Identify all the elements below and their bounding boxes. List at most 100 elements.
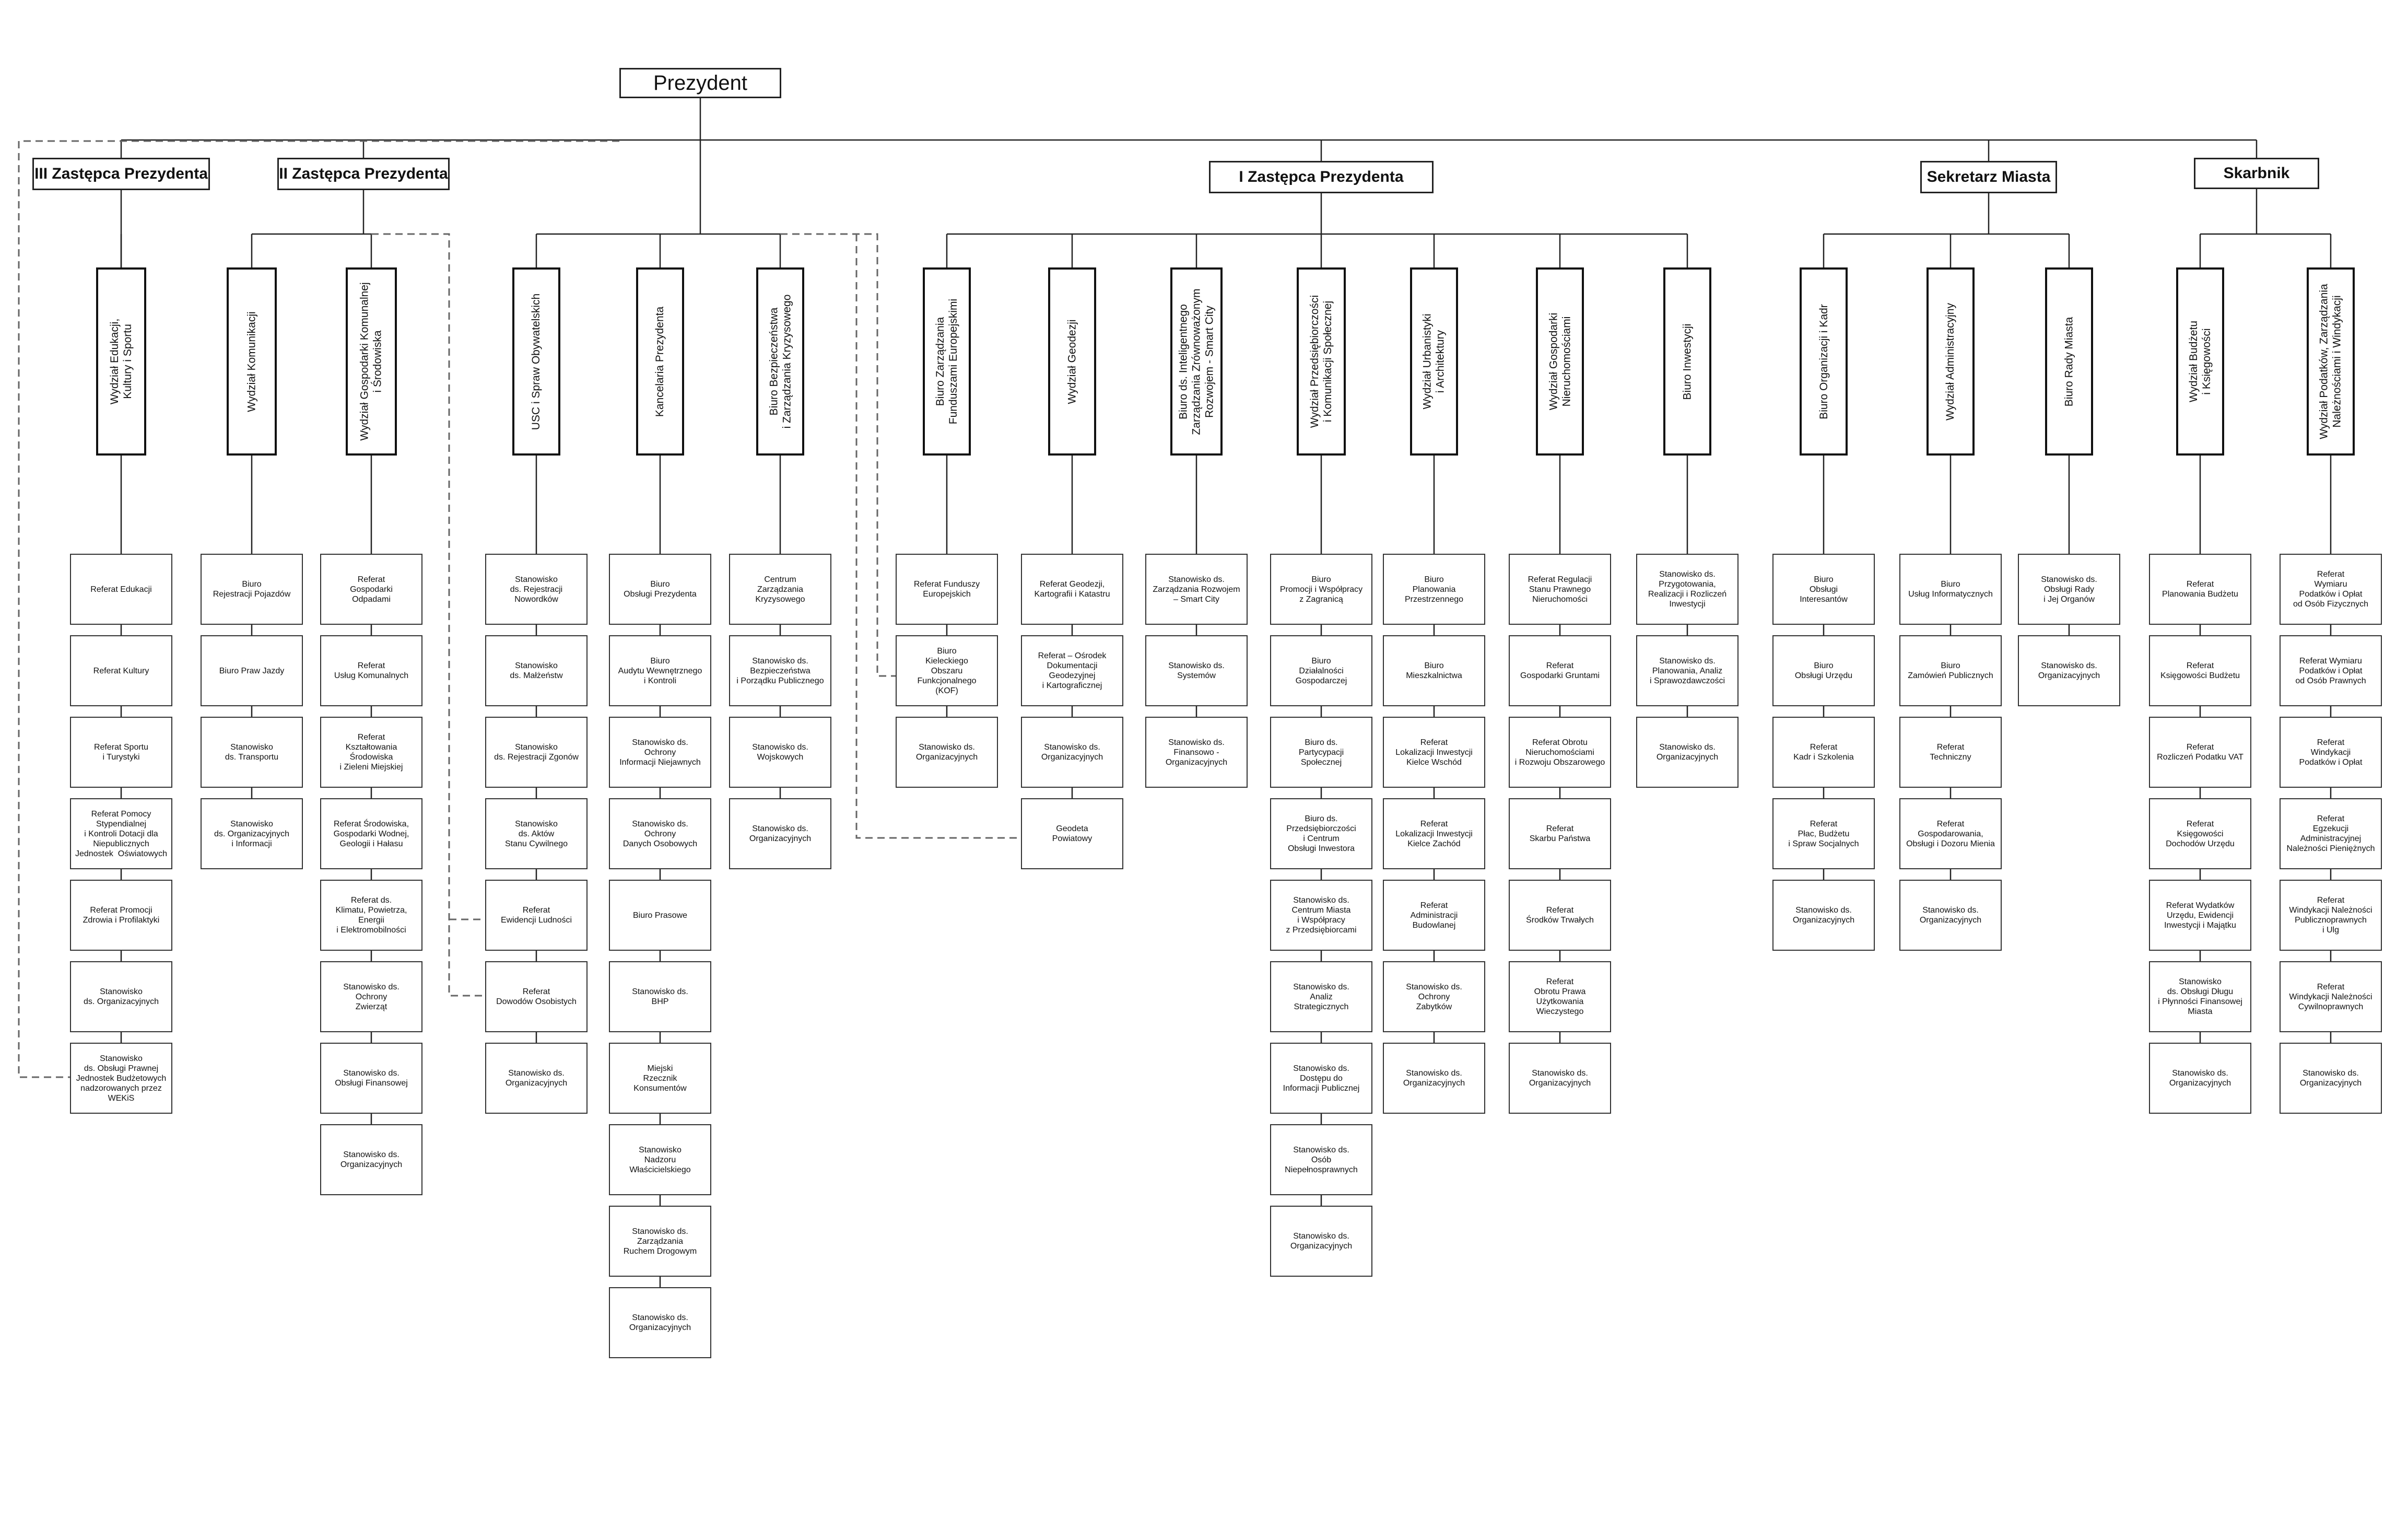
sub-unit-box: Referat Promocji Zdrowia i Profilaktyki <box>70 880 172 951</box>
sub-unit-box: Stanowisko ds. Organizacyjnych <box>1383 1043 1485 1114</box>
sub-unit-box: Referat Regulacji Stanu Prawnego Nieruch… <box>1509 554 1611 625</box>
dashed-link-ii <box>371 233 485 997</box>
sub-unit-box: Stanowisko ds. Obsługi Długu i Płynności… <box>2149 961 2251 1032</box>
sub-unit-box: Referat Geodezji, Kartografii i Katastru <box>1021 554 1123 625</box>
department-label: Kancelaria Prezydenta <box>654 306 666 417</box>
sub-unit-box: Stanowisko ds. Organizacyjnych <box>2018 635 2120 706</box>
sub-unit-box: Referat Egzekucji Administracyjnej Należ… <box>2280 798 2382 869</box>
sub-unit-box: Referat Płac, Budżetu i Spraw Socjalnych <box>1772 798 1875 869</box>
sub-unit-box: Stanowisko ds. Wojskowych <box>729 717 831 788</box>
sub-unit-box: Stanowisko ds. Organizacyjnych <box>320 1124 422 1195</box>
deputy-box: III Zastępca Prezydenta <box>32 158 210 190</box>
department-label: Wydział Geodezji <box>1066 319 1078 404</box>
sub-unit-box: Centrum Zarządzania Kryzysowego <box>729 554 831 625</box>
sub-unit-box: Referat Funduszy Europejskich <box>896 554 998 625</box>
department-label: Wydział Budżetu i Księgowości <box>2188 320 2213 403</box>
sub-unit-box: Stanowisko ds. Rejestracji Zgonów <box>485 717 588 788</box>
department-box: Biuro ds. Inteligentnego Zarządzania Zró… <box>1170 267 1223 456</box>
department-box: Wydział Edukacji, Kultury i Sportu <box>96 267 146 456</box>
sub-unit-box: Stanowisko ds. Organizacyjnych <box>1772 880 1875 951</box>
sub-unit-box: Referat Dowodów Osobistych <box>485 961 588 1032</box>
sub-unit-box: Stanowisko ds. Ochrony Danych Osobowych <box>609 798 711 869</box>
department-box: Wydział Przedsiębiorczości i Komunikacji… <box>1297 267 1346 456</box>
sub-unit-box: Biuro ds. Przedsiębiorczości i Centrum O… <box>1270 798 1372 869</box>
sub-unit-box: Referat Wydatków Urzędu, Ewidencji Inwes… <box>2149 880 2251 951</box>
sub-unit-box: Biuro Obsługi Interesantów <box>1772 554 1875 625</box>
sub-unit-box: Stanowisko ds. Dostępu do Informacji Pub… <box>1270 1043 1372 1114</box>
president-box: Prezydent <box>619 68 781 98</box>
sub-unit-box: Referat Sportu i Turystyki <box>70 717 172 788</box>
deputy-box: Sekretarz Miasta <box>1920 161 2057 193</box>
sub-unit-box: Stanowisko ds. Organizacyjnych <box>2149 1043 2251 1114</box>
sub-unit-box: Referat Gospodarki Odpadami <box>320 554 422 625</box>
department-box: Wydział Komunikacji <box>227 267 277 456</box>
sub-unit-box: Referat Windykacji Należności Publicznop… <box>2280 880 2382 951</box>
department-label: Biuro ds. Inteligentnego Zarządzania Zró… <box>1177 288 1216 435</box>
department-box: Biuro Inwestycji <box>1663 267 1711 456</box>
department-box: Biuro Organizacji i Kadr <box>1800 267 1848 456</box>
department-box: Wydział Gospodarki Komunalnej i Środowis… <box>346 267 397 456</box>
sub-unit-box: Biuro Rejestracji Pojazdów <box>201 554 303 625</box>
department-label: USC i Spraw Obywatelskich <box>530 293 543 430</box>
sub-unit-box: Biuro Promocji i Współpracy z Zagranicą <box>1270 554 1372 625</box>
sub-unit-box: Referat Windykacji Podatków i Opłat <box>2280 717 2382 788</box>
sub-unit-box: Stanowisko ds. Aktów Stanu Cywilnego <box>485 798 588 869</box>
sub-unit-box: Referat Kultury <box>70 635 172 706</box>
sub-unit-box: Referat Techniczny <box>1899 717 2002 788</box>
sub-unit-box: Biuro Mieszkalnictwa <box>1383 635 1485 706</box>
sub-unit-box: Biuro Usług Informatycznych <box>1899 554 2002 625</box>
sub-unit-box: Referat – Ośrodek Dokumentacji Geodezyjn… <box>1021 635 1123 706</box>
sub-unit-box: Stanowisko ds. Planowania, Analiz i Spra… <box>1636 635 1739 706</box>
deputy-box: Skarbnik <box>2194 158 2319 189</box>
sub-unit-box: Biuro Praw Jazdy <box>201 635 303 706</box>
department-label: Wydział Edukacji, Kultury i Sportu <box>109 318 134 405</box>
department-label: Biuro Rady Miasta <box>2063 317 2075 406</box>
sub-unit-box: Referat Administracji Budowlanej <box>1383 880 1485 951</box>
sub-unit-box: Stanowisko ds. Zarządzania Rozwojem – Sm… <box>1145 554 1248 625</box>
sub-unit-box: Stanowisko ds. Małżeństw <box>485 635 588 706</box>
sub-unit-box: Stanowisko ds. Finansowo - Organizacyjny… <box>1145 717 1248 788</box>
department-label: Wydział Urbanistyki i Architektury <box>1422 313 1447 410</box>
department-box: Wydział Gospodarki Nieruchomościami <box>1536 267 1584 456</box>
sub-unit-box: Stanowisko ds. Organizacyjnych <box>1021 717 1123 788</box>
sub-unit-box: Stanowisko ds. Organizacyjnych <box>609 1287 711 1358</box>
sub-unit-box: Stanowisko ds. Organizacyjnych <box>1636 717 1739 788</box>
sub-unit-box: Biuro Prasowe <box>609 880 711 951</box>
department-label: Biuro Organizacji i Kadr <box>1817 304 1830 419</box>
sub-unit-box: Referat Windykacji Należności Cywilnopra… <box>2280 961 2382 1032</box>
sub-unit-box: Referat Środków Trwałych <box>1509 880 1611 951</box>
sub-unit-box: Referat Lokalizacji Inwestycji Kielce Za… <box>1383 798 1485 869</box>
department-label: Wydział Przedsiębiorczości i Komunikacji… <box>1309 295 1334 428</box>
department-box: Wydział Budżetu i Księgowości <box>2176 267 2224 456</box>
sub-unit-box: Stanowisko ds. Rejestracji Nowordków <box>485 554 588 625</box>
sub-unit-box: Miejski Rzecznik Konsumentów <box>609 1043 711 1114</box>
sub-unit-box: Stanowisko ds. Ochrony Zabytków <box>1383 961 1485 1032</box>
sub-unit-box: Referat Edukacji <box>70 554 172 625</box>
sub-unit-box: Referat Pomocy Stypendialnej i Kontroli … <box>70 798 172 869</box>
sub-unit-box: Referat Księgowości Dochodów Urzędu <box>2149 798 2251 869</box>
sub-unit-box: Referat Lokalizacji Inwestycji Kielce Ws… <box>1383 717 1485 788</box>
sub-unit-box: Referat Księgowości Budżetu <box>2149 635 2251 706</box>
sub-unit-box: Referat Wymiaru Podatków i Opłat od Osób… <box>2280 554 2382 625</box>
sub-unit-box: Stanowisko ds. Organizacyjnych <box>896 717 998 788</box>
department-label: Biuro Inwestycji <box>1681 323 1694 400</box>
deputy-box: I Zastępca Prezydenta <box>1209 161 1434 193</box>
sub-unit-box: Stanowisko ds. Obsługi Finansowej <box>320 1043 422 1114</box>
sub-unit-box: Referat Środowiska, Gospodarki Wodnej, G… <box>320 798 422 869</box>
department-label: Biuro Bezpieczeństwa i Zarządzania Kryzy… <box>768 294 793 429</box>
sub-unit-box: Stanowisko ds. Organizacyjnych <box>2280 1043 2382 1114</box>
department-box: Biuro Bezpieczeństwa i Zarządzania Kryzy… <box>756 267 804 456</box>
department-label: Wydział Komunikacji <box>245 311 258 412</box>
department-box: USC i Spraw Obywatelskich <box>512 267 560 456</box>
sub-unit-box: Biuro ds. Partycypacji Społecznej <box>1270 717 1372 788</box>
dashed-link-geodeta <box>855 234 1021 839</box>
sub-unit-box: Stanowisko ds. Osób Niepełnosprawnych <box>1270 1124 1372 1195</box>
sub-unit-box: Stanowisko ds. Przygotowania, Realizacji… <box>1636 554 1739 625</box>
sub-unit-box: Biuro Obsługi Prezydenta <box>609 554 711 625</box>
sub-unit-box: Biuro Kieleckiego Obszaru Funkcjonalnego… <box>896 635 998 706</box>
sub-unit-box: Stanowisko ds. Obsługi Rady i Jej Organó… <box>2018 554 2120 625</box>
deputy-box: II Zastępca Prezydenta <box>277 158 450 190</box>
sub-unit-box: Stanowisko ds. Ochrony Zwierząt <box>320 961 422 1032</box>
sub-unit-box: Referat Usług Komunalnych <box>320 635 422 706</box>
